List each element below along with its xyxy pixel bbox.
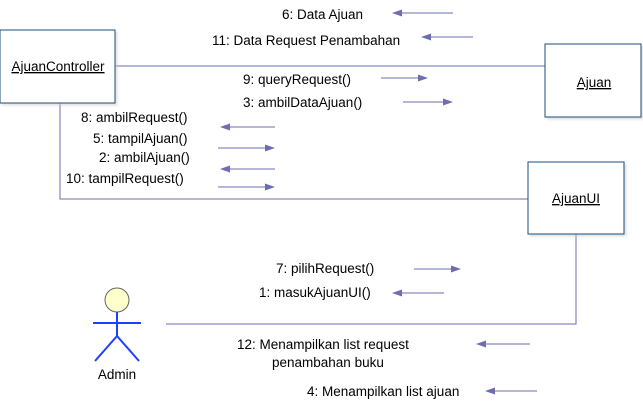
message-2-arrow [220,165,275,173]
message-1-label: 1: masukAjuanUI() [259,285,371,300]
object-label-ajuan-ui: AjuanUI [552,191,600,206]
message-3-label: 3: ambilDataAjuan() [243,95,362,110]
message-11-arrow [421,33,473,41]
message-7-arrow [414,265,461,273]
message-6-label: 6: Data Ajuan [282,7,363,22]
message-3-arrow [403,98,453,106]
message-7-label: 7: pilihRequest() [276,261,374,276]
link-controller-ui [59,103,528,200]
message-12-label-line1: 12: Menampilkan list request [237,337,409,352]
message-8-arrow [220,123,275,131]
object-ajuan[interactable]: Ajuan [544,43,642,118]
actor-head-icon [104,287,130,313]
message-5-arrow [218,144,275,152]
message-5-label: 5: tampilAjuan() [93,131,188,146]
message-2-label: 2: ambilAjuan() [99,150,190,165]
message-10-arrow [218,183,275,191]
message-11-label: 11: Data Request Penambahan [212,33,400,48]
message-10-label: 10: tampilRequest() [66,171,184,186]
link-ui-admin [166,234,577,325]
object-label-ajuan: Ajuan [577,75,612,90]
object-ajuan-controller[interactable]: AjuanController [0,29,116,104]
object-label-ajuan-controller: AjuanController [11,59,105,74]
message-1-arrow [392,289,444,297]
message-6-arrow [392,9,453,17]
message-9-arrow [381,74,428,82]
actor-admin[interactable]: Admin [93,287,141,382]
actor-label: Admin [98,367,136,382]
object-ajuan-ui[interactable]: AjuanUI [527,161,625,235]
message-12-label-line2: penambahan buku [272,355,384,370]
message-4-arrow [485,387,537,395]
message-8-label: 8: ambilRequest() [81,110,188,125]
message-4-label: 4: Menampilkan list ajuan [307,384,459,399]
actor-body-icon [93,312,141,362]
message-12-arrow [476,340,530,348]
message-9-label: 9: queryRequest() [243,72,351,87]
